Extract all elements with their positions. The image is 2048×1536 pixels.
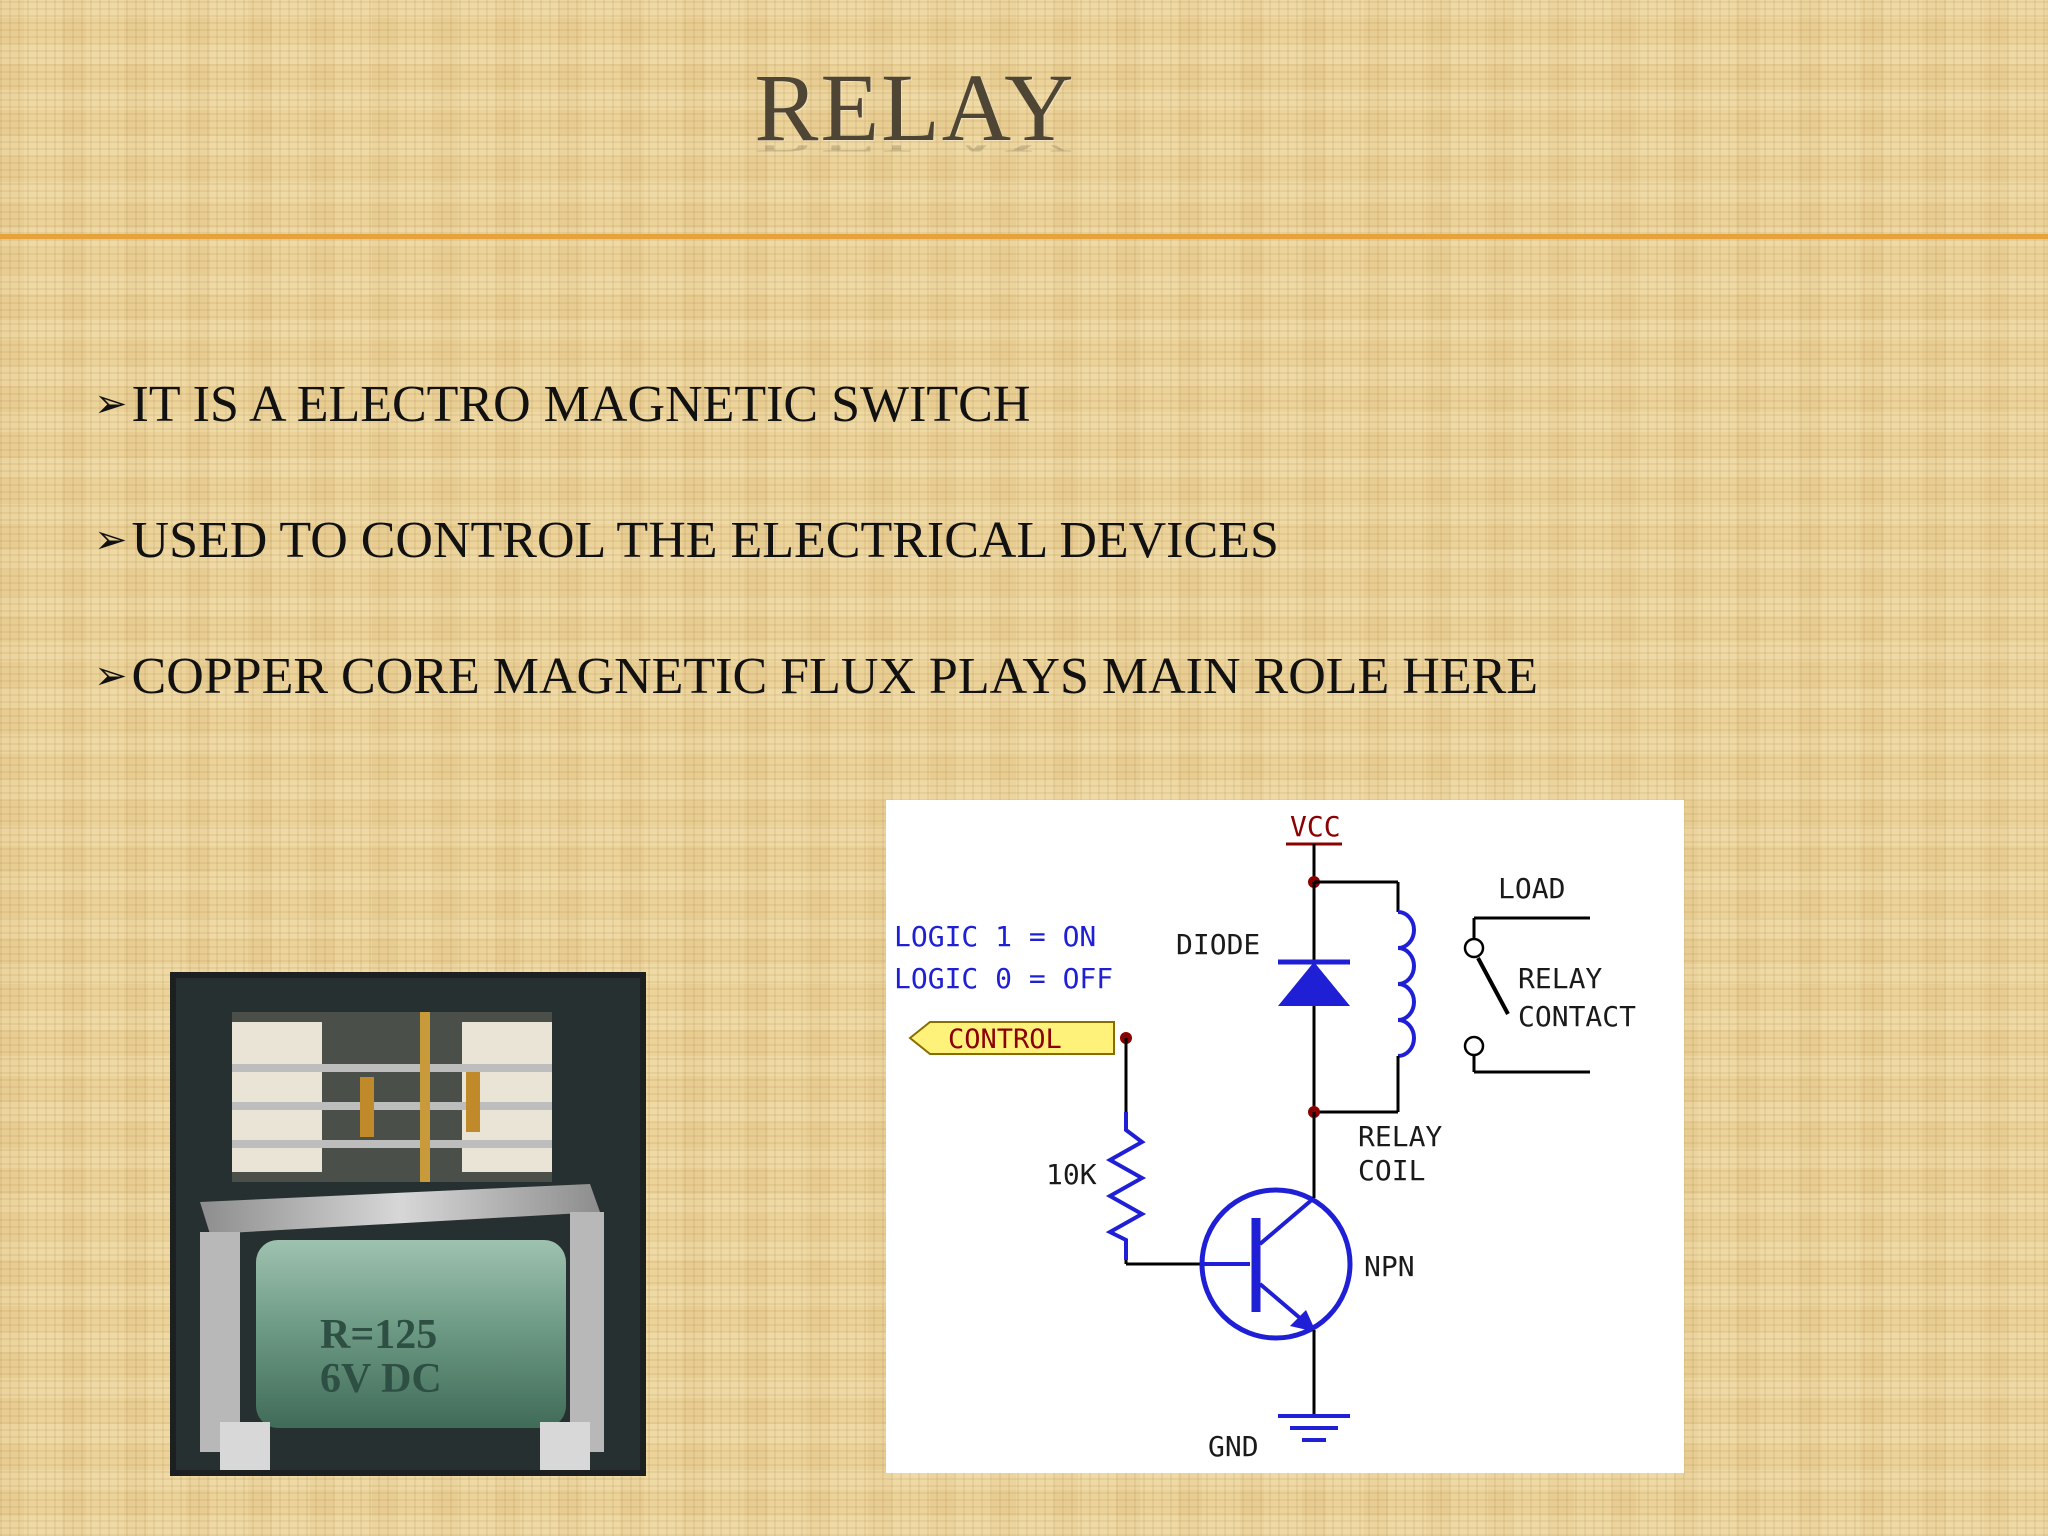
- relay-circuit-diagram: VCC DIODE RELAY COIL LOAD RELAY CONTACT …: [886, 800, 1684, 1473]
- title-block: RELAY RELAY: [0, 58, 1830, 194]
- relay-coil-label-2: COIL: [1358, 1154, 1425, 1187]
- resistor-label: 10K: [1046, 1158, 1097, 1191]
- resistor-icon: [1105, 1112, 1147, 1260]
- bullet-text: IT IS A ELECTRO MAGNETIC SWITCH: [131, 375, 1031, 433]
- diode-label: DIODE: [1176, 928, 1260, 961]
- vcc-label: VCC: [1290, 810, 1341, 843]
- emitter-arrow-icon: [1290, 1310, 1316, 1332]
- load-label: LOAD: [1498, 872, 1565, 905]
- relay-photo: R=125 6V DC: [170, 972, 646, 1476]
- relay-coil-label-1: RELAY: [1358, 1120, 1442, 1153]
- contact-switch-icon: [1476, 957, 1510, 1015]
- coil-label-resistance: R=125: [320, 1312, 437, 1358]
- title-divider: [0, 234, 2048, 239]
- gnd-label: GND: [1208, 1430, 1259, 1463]
- logic-off-label: LOGIC 0 = OFF: [894, 962, 1113, 995]
- logic-on-label: LOGIC 1 = ON: [894, 920, 1096, 953]
- control-tag: [908, 1021, 1115, 1055]
- relay-coil-icon: [1397, 910, 1416, 1058]
- npn-label: NPN: [1364, 1250, 1415, 1283]
- bullet-list: ➢ IT IS A ELECTRO MAGNETIC SWITCH ➢ USED…: [94, 336, 1538, 744]
- slide-title-reflection: RELAY: [0, 145, 1830, 158]
- diode-icon: [1278, 962, 1350, 1006]
- bullet-text: USED TO CONTROL THE ELECTRICAL DEVICES: [131, 511, 1279, 569]
- relay-contact-label-1: RELAY: [1518, 962, 1602, 995]
- relay-contact-label-2: CONTACT: [1518, 1000, 1636, 1033]
- npn-transistor-icon: [1199, 1187, 1353, 1341]
- bullet-item: ➢ USED TO CONTROL THE ELECTRICAL DEVICES: [94, 472, 1538, 608]
- arrow-bullet-icon: ➢: [94, 517, 128, 563]
- contact-terminal-bottom: [1463, 1035, 1485, 1057]
- bullet-item: ➢ COPPER CORE MAGNETIC FLUX PLAYS MAIN R…: [94, 608, 1538, 744]
- relay-coil: [256, 1240, 566, 1428]
- arrow-bullet-icon: ➢: [94, 381, 128, 427]
- arrow-bullet-icon: ➢: [94, 653, 128, 699]
- control-label: CONTROL: [948, 1024, 1062, 1055]
- armature: [200, 1184, 600, 1234]
- contact-terminal-top: [1463, 937, 1485, 959]
- transistor-collector: [1258, 1196, 1316, 1246]
- bullet-item: ➢ IT IS A ELECTRO MAGNETIC SWITCH: [94, 336, 1538, 472]
- bullet-text: COPPER CORE MAGNETIC FLUX PLAYS MAIN ROL…: [131, 647, 1539, 705]
- coil-label-voltage: 6V DC: [320, 1356, 442, 1402]
- terminal-block-left: [232, 1022, 322, 1172]
- slide-title: RELAY: [754, 54, 1076, 161]
